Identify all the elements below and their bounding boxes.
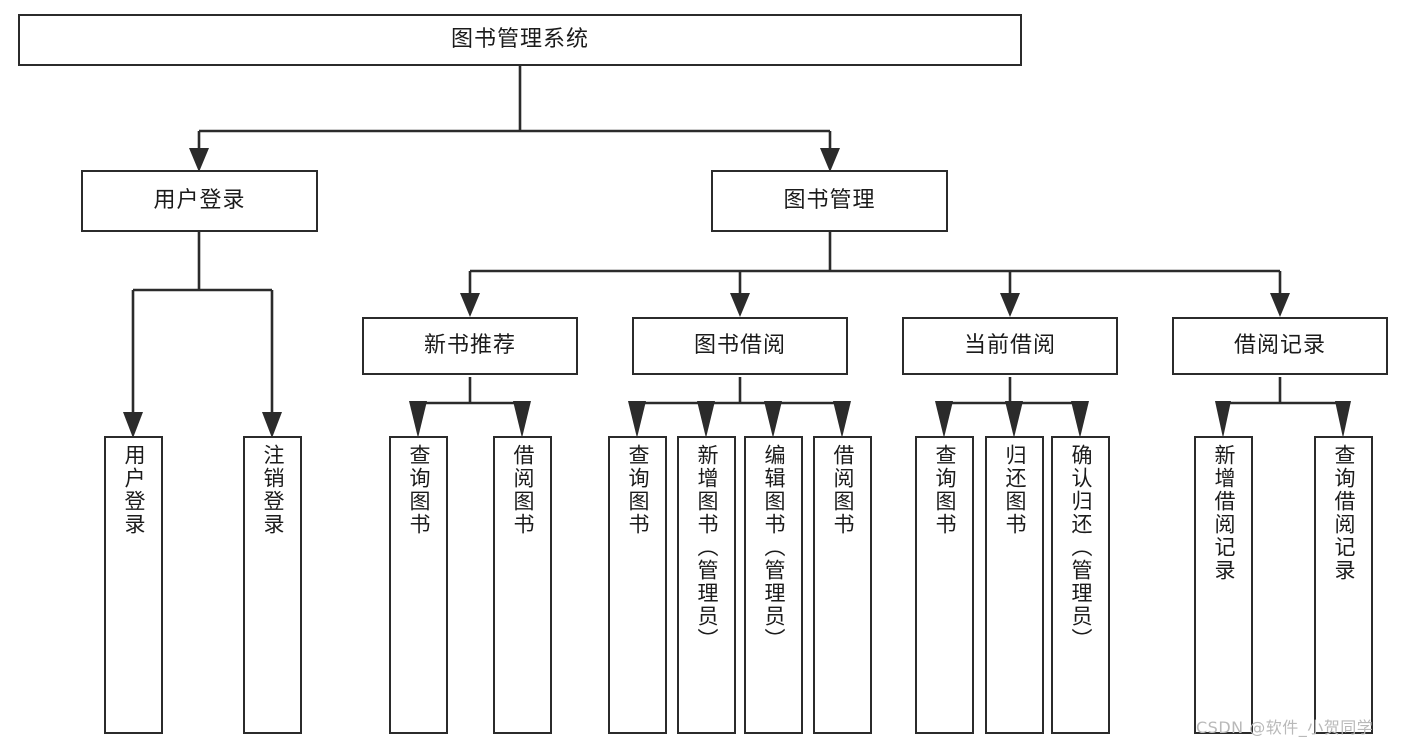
node-leaf-query-book-1[interactable]: 查询图书 bbox=[389, 436, 448, 734]
node-leaf-user-login[interactable]: 用户登录 bbox=[104, 436, 163, 734]
node-new-book-rec-label: 新书推荐 bbox=[423, 333, 516, 359]
node-leaf-add-book[interactable]: 新增图书（管理员） bbox=[677, 436, 736, 734]
node-current-borrow[interactable]: 当前借阅 bbox=[902, 317, 1118, 375]
node-leaf-query-book-2-label: 查询图书 bbox=[626, 444, 651, 536]
node-leaf-edit-book[interactable]: 编辑图书（管理员） bbox=[744, 436, 803, 734]
csdn-watermark: CSDN @软件_小贺同学 bbox=[1196, 718, 1374, 737]
node-leaf-add-record-label: 新增借阅记录 bbox=[1212, 444, 1237, 582]
node-leaf-return-book[interactable]: 归还图书 bbox=[985, 436, 1044, 734]
node-leaf-query-book-1-label: 查询图书 bbox=[407, 444, 432, 536]
node-leaf-confirm-return-label: 确认归还（管理员） bbox=[1069, 444, 1094, 651]
node-borrow-record-label: 借阅记录 bbox=[1233, 333, 1326, 359]
node-leaf-borrow-book-2[interactable]: 借阅图书 bbox=[813, 436, 872, 734]
node-book-manage[interactable]: 图书管理 bbox=[711, 170, 948, 232]
node-leaf-borrow-book-1-label: 借阅图书 bbox=[511, 444, 536, 536]
node-leaf-edit-book-label: 编辑图书（管理员） bbox=[762, 444, 787, 651]
node-user-login-label: 用户登录 bbox=[153, 188, 246, 214]
node-leaf-add-record[interactable]: 新增借阅记录 bbox=[1194, 436, 1253, 734]
node-leaf-query-book-3[interactable]: 查询图书 bbox=[915, 436, 974, 734]
node-leaf-logout[interactable]: 注销登录 bbox=[243, 436, 302, 734]
node-leaf-user-login-label: 用户登录 bbox=[122, 444, 147, 536]
node-leaf-return-book-label: 归还图书 bbox=[1003, 444, 1028, 536]
node-book-borrow-label: 图书借阅 bbox=[693, 333, 786, 359]
node-book-borrow[interactable]: 图书借阅 bbox=[632, 317, 848, 375]
node-user-login[interactable]: 用户登录 bbox=[81, 170, 318, 232]
node-leaf-borrow-book-1[interactable]: 借阅图书 bbox=[493, 436, 552, 734]
node-leaf-logout-label: 注销登录 bbox=[261, 444, 286, 536]
node-root[interactable]: 图书管理系统 bbox=[18, 14, 1022, 66]
node-new-book-rec[interactable]: 新书推荐 bbox=[362, 317, 578, 375]
node-leaf-borrow-book-2-label: 借阅图书 bbox=[831, 444, 856, 536]
node-leaf-confirm-return[interactable]: 确认归还（管理员） bbox=[1051, 436, 1110, 734]
node-root-label: 图书管理系统 bbox=[450, 27, 589, 53]
node-borrow-record[interactable]: 借阅记录 bbox=[1172, 317, 1388, 375]
node-current-borrow-label: 当前借阅 bbox=[963, 333, 1056, 359]
node-leaf-query-record-label: 查询借阅记录 bbox=[1332, 444, 1357, 582]
node-leaf-query-book-2[interactable]: 查询图书 bbox=[608, 436, 667, 734]
node-leaf-query-book-3-label: 查询图书 bbox=[933, 444, 958, 536]
node-book-manage-label: 图书管理 bbox=[783, 188, 876, 214]
node-leaf-query-record[interactable]: 查询借阅记录 bbox=[1314, 436, 1373, 734]
node-leaf-add-book-label: 新增图书（管理员） bbox=[695, 444, 720, 651]
